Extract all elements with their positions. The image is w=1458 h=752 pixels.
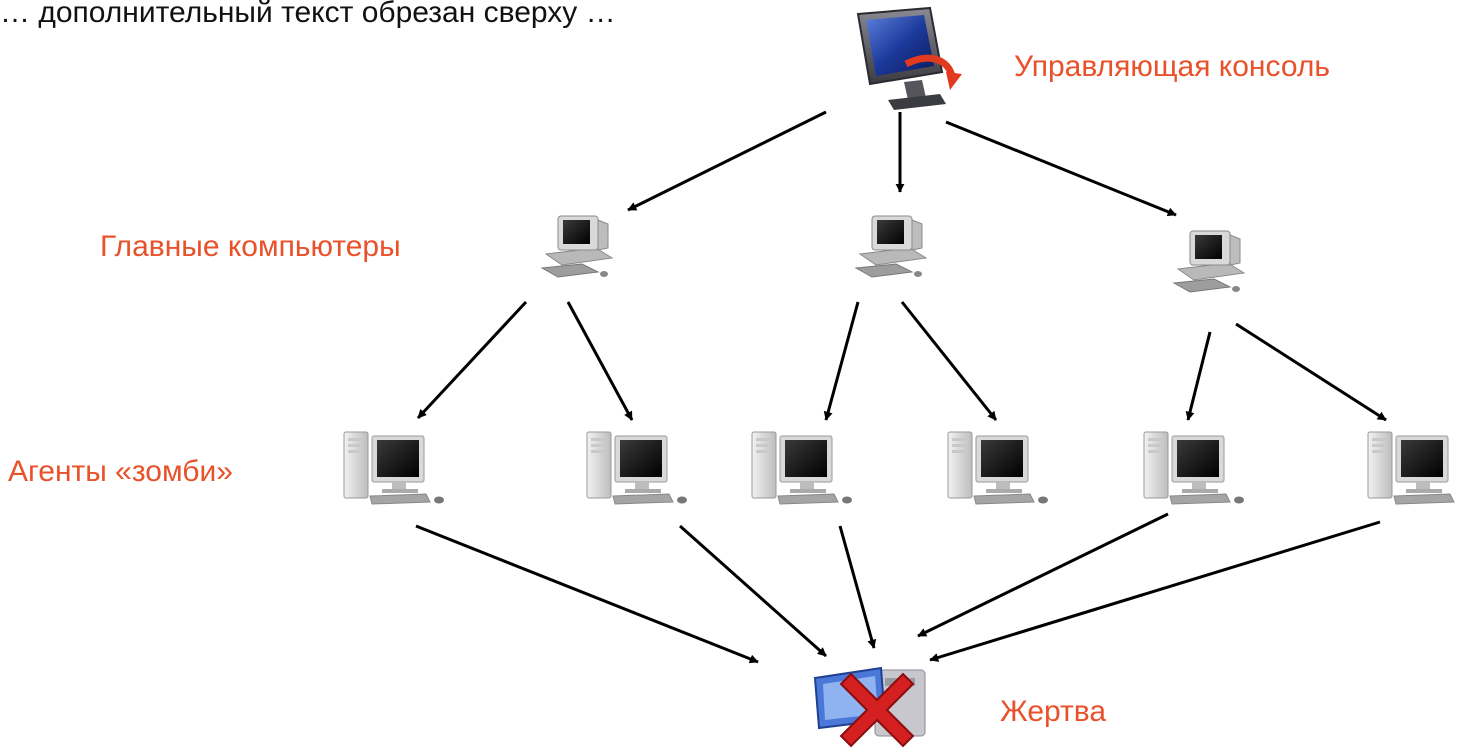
console-label: Управляющая консоль bbox=[1014, 50, 1330, 83]
cropped-header-text: … дополнительный текст обрезан сверху … bbox=[0, 0, 616, 29]
arrow-agent-2-to-victim bbox=[679, 524, 827, 658]
monitor-redirect-icon bbox=[856, 6, 962, 110]
blocked-computer-icon bbox=[813, 666, 926, 748]
masters-label: Главные компьютеры bbox=[100, 230, 401, 263]
arrow-master-1-to-agent-2 bbox=[566, 301, 634, 421]
arrow-master-2-to-agent-4 bbox=[900, 301, 998, 421]
master-computer-3-icon bbox=[1173, 230, 1245, 293]
arrow-console-to-master-1 bbox=[627, 110, 827, 212]
arrow-master-1-to-agent-1 bbox=[416, 300, 528, 420]
agent-computer-6-icon bbox=[1367, 431, 1458, 505]
victim-label: Жертва bbox=[1000, 695, 1106, 728]
agent-computer-3-icon bbox=[751, 431, 853, 505]
agent-computer-4-icon bbox=[947, 431, 1049, 505]
arrow-master-3-to-agent-5 bbox=[1185, 331, 1212, 421]
arrow-master-3-to-agent-6 bbox=[1235, 322, 1387, 422]
arrow-agent-5-to-victim bbox=[917, 512, 1169, 638]
arrow-agent-3-to-victim bbox=[838, 525, 877, 649]
arrow-console-to-master-3 bbox=[945, 120, 1177, 217]
agent-computer-1-icon bbox=[343, 431, 445, 505]
master-computer-1-icon bbox=[541, 215, 613, 278]
agent-computer-5-icon bbox=[1143, 431, 1245, 505]
master-computer-2-icon bbox=[855, 215, 927, 278]
arrow-agent-6-to-victim bbox=[929, 520, 1381, 662]
agent-computer-2-icon bbox=[586, 431, 688, 505]
agents-label: Агенты «зомби» bbox=[8, 455, 233, 488]
arrow-master-2-to-agent-3 bbox=[823, 301, 860, 421]
arrow-agent-1-to-victim bbox=[415, 524, 759, 664]
